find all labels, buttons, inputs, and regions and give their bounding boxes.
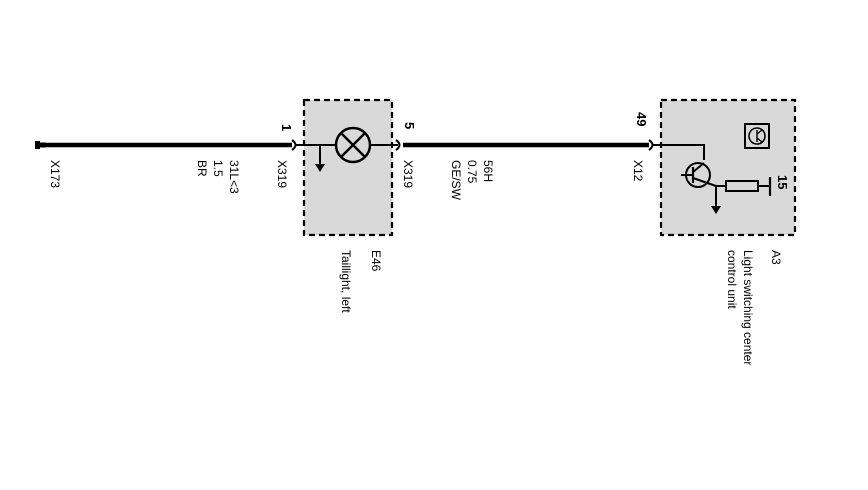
- control-unit-box: [659, 98, 797, 237]
- wire-left-size: 1.5: [211, 160, 225, 177]
- control-unit-internal-pin: 15: [775, 175, 790, 189]
- taillight-id: E46: [369, 250, 383, 272]
- taillight-connector-out-label: X319: [401, 160, 415, 188]
- control-unit-connector-label: X12: [631, 160, 645, 182]
- wire-left-code: 31L<3: [227, 160, 241, 194]
- transistor-icon: [652, 144, 717, 188]
- control-unit-pin: 49: [634, 112, 649, 126]
- ground-connector-label: X173: [48, 160, 62, 188]
- wire-right-code: 56H: [481, 160, 495, 182]
- control-unit-name-line1: Light switching center: [741, 250, 755, 365]
- connector-control-unit-icon: [648, 139, 654, 151]
- lamp-icon: [296, 126, 398, 164]
- resistor-icon: [716, 177, 772, 196]
- control-ground-arrow-icon: [711, 186, 721, 214]
- wire-left-color: BR: [195, 160, 209, 177]
- taillight-pin-out: 5: [402, 122, 417, 129]
- connector-in-icon: [291, 139, 297, 151]
- connector-out-icon: [395, 139, 401, 151]
- wire-right-color: GE/SW: [449, 160, 463, 201]
- taillight-connector-in-label: X319: [275, 160, 289, 188]
- wire-right-size: 0.75: [465, 160, 479, 184]
- control-unit-symbol-icon: [744, 123, 770, 149]
- control-unit-id: A3: [769, 250, 783, 265]
- control-unit-name-line2: control unit: [725, 250, 739, 309]
- taillight-name: Taillight, left: [339, 250, 353, 313]
- taillight-pin-in: 1: [279, 124, 294, 131]
- lamp-ground-arrow-icon: [315, 145, 325, 172]
